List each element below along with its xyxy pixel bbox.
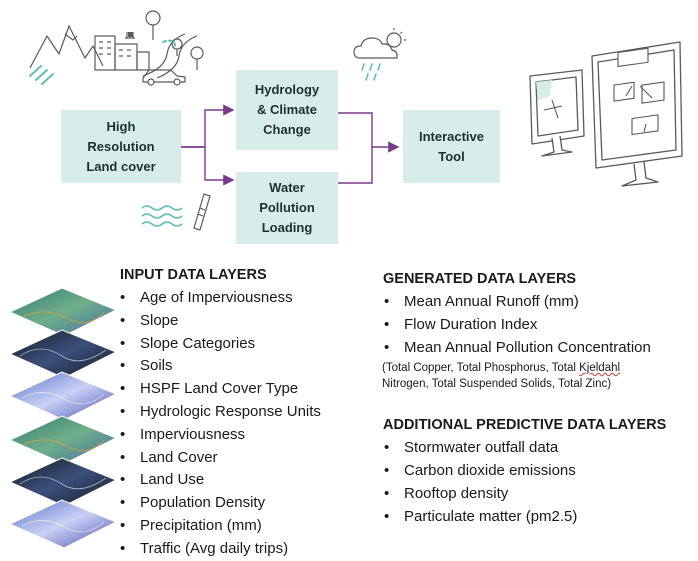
rain-cloud-icon — [353, 28, 406, 81]
flow-connectors — [181, 104, 400, 186]
list-item: Mean Annual Pollution Concentration — [380, 336, 651, 359]
water-sensor-icon — [141, 193, 211, 231]
list-item: Slope — [116, 310, 321, 333]
list-item: Hydrologic Response Units — [116, 401, 321, 424]
map-layer-1 — [8, 287, 118, 337]
map-layers-icon — [8, 287, 118, 549]
additional-layers-list: Stormwater outfall data Carbon dioxide e… — [380, 436, 577, 528]
list-item: Age of Imperviousness — [116, 287, 321, 310]
list-item: Flow Duration Index — [380, 313, 651, 336]
list-item: Mean Annual Runoff (mm) — [380, 290, 651, 313]
map-layer-4 — [8, 415, 118, 465]
pollutant-note-flagged-word: Kjeldahl — [579, 362, 621, 374]
list-item: Rooftop density — [380, 482, 577, 505]
additional-layers-title: ADDITIONAL PREDICTIVE DATA LAYERS — [383, 417, 667, 433]
pollutant-note-line2: Nitrogen, Total Suspended Solids, Total … — [382, 378, 612, 390]
list-item: Soils — [116, 355, 321, 378]
list-item: Stormwater outfall data — [380, 436, 577, 459]
list-item: Precipitation (mm) — [116, 515, 321, 538]
list-item: Population Density — [116, 492, 321, 515]
input-layers-title: INPUT DATA LAYERS — [120, 267, 267, 283]
list-item: Slope Categories — [116, 333, 321, 356]
interactive-tool-box: Interactive Tool — [403, 110, 500, 183]
generated-layers-list: Mean Annual Runoff (mm) Flow Duration In… — [380, 290, 651, 359]
pollutant-note-line1: (Total Copper, Total Phosphorus, Total — [382, 362, 580, 374]
dashboard-screens-icon — [529, 41, 683, 187]
list-item: Land Use — [116, 469, 321, 492]
hydrology-climate-box: Hydrology & Climate Change — [236, 70, 338, 150]
arrow-pollution-to-tool — [338, 147, 373, 184]
pollutant-note: (Total Copper, Total Phosphorus, Total K… — [382, 360, 620, 392]
generated-layers-title: GENERATED DATA LAYERS — [383, 271, 577, 287]
water-pollution-box: Water Pollution Loading — [236, 172, 338, 244]
arrow-to-pollution — [181, 146, 235, 186]
list-item: Traffic (Avg daily trips) — [116, 538, 321, 561]
list-item: Particulate matter (pm2.5) — [380, 505, 577, 528]
arrow-hydrology-to-tool — [338, 112, 400, 153]
list-item: Carbon dioxide emissions — [380, 459, 577, 482]
list-item: Land Cover — [116, 447, 321, 470]
list-item: Imperviousness — [116, 424, 321, 447]
arrow-to-hydrology — [181, 104, 235, 148]
input-layers-list: Age of Imperviousness Slope Slope Catego… — [116, 287, 321, 561]
land-cover-box: High Resolution Land cover — [61, 110, 181, 183]
city-icon — [29, 10, 204, 86]
list-item: HSPF Land Cover Type — [116, 378, 321, 401]
